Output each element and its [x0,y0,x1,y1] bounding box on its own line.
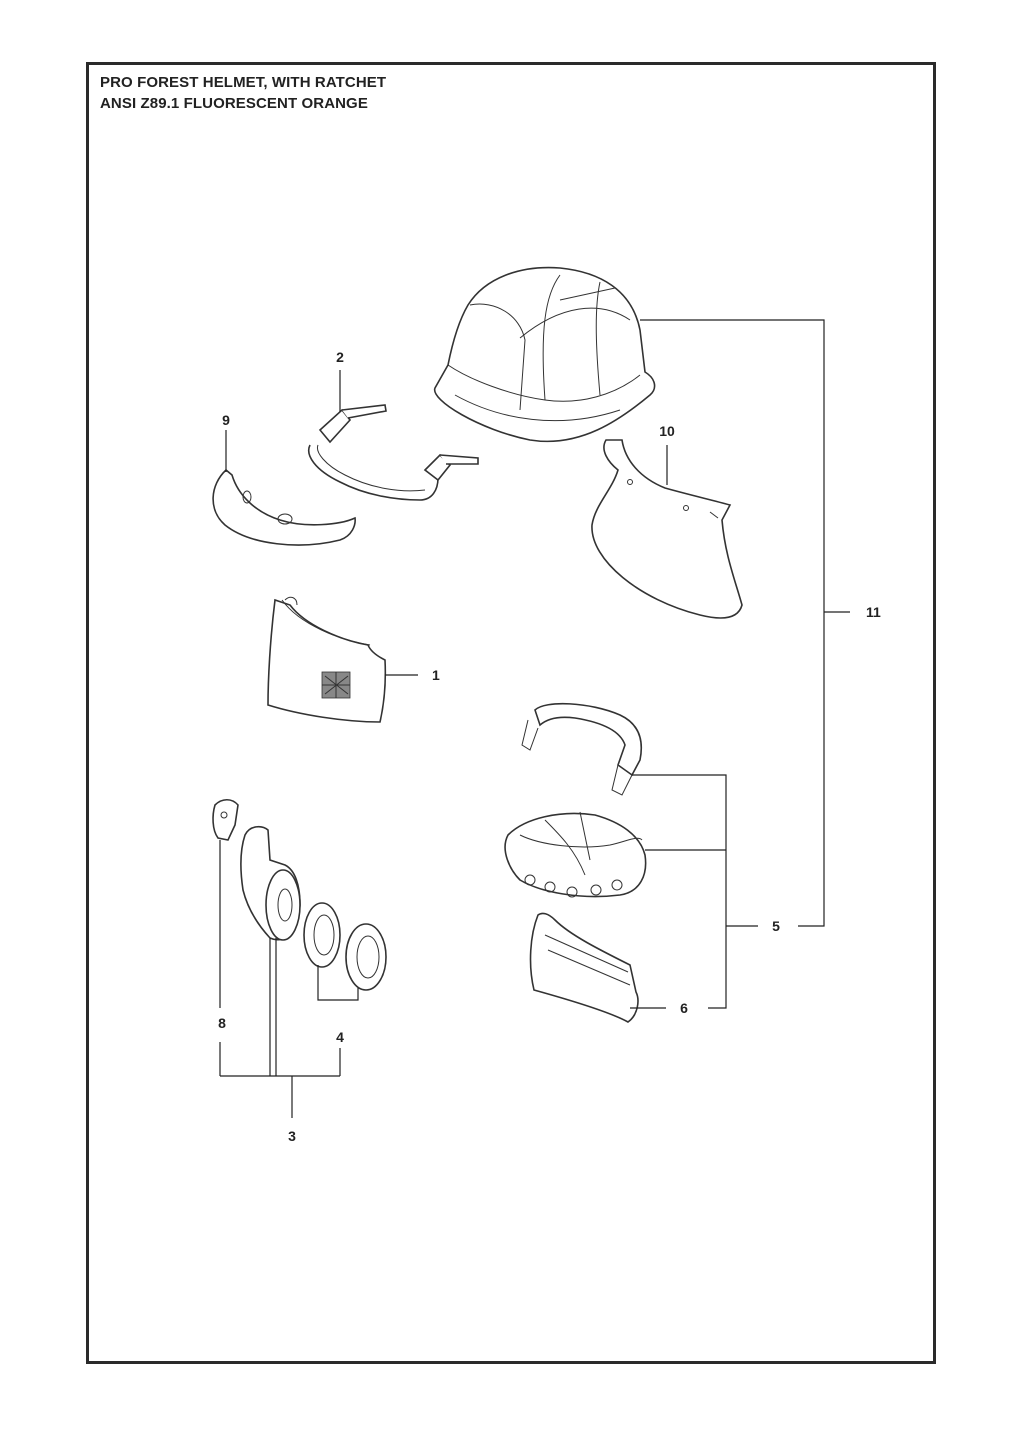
ratchet-harness [504,811,647,898]
callout-11: 11 [866,604,881,620]
callout-1: 1 [432,667,440,683]
visor-bracket [308,404,479,501]
callout-3: 3 [288,1128,296,1144]
helmet-shell [434,266,656,443]
callout-4: 4 [336,1029,344,1045]
callout-6: 6 [680,1000,688,1016]
callout-9: 9 [222,412,230,428]
callout-5: 5 [772,918,780,934]
ear-cup [240,825,301,941]
neck-protector [591,439,743,619]
ear-defender-clip [212,798,239,841]
ear-cushion-inner [303,902,341,968]
mesh-visor [267,596,387,723]
face-shade [212,468,356,546]
drawing-frame [86,62,936,1364]
diagram-title-line-1: PRO FOREST HELMET, WITH RATCHET [100,74,387,91]
callout-2: 2 [336,349,344,365]
leader-lines [219,319,850,1118]
headband-strap [521,702,642,796]
ear-cushion-outer [345,923,387,991]
callout-8: 8 [218,1015,226,1031]
callout-10: 10 [659,423,675,439]
sweatband [529,912,639,1023]
diagram-title-line-2: ANSI Z89.1 FLUORESCENT ORANGE [100,95,368,112]
